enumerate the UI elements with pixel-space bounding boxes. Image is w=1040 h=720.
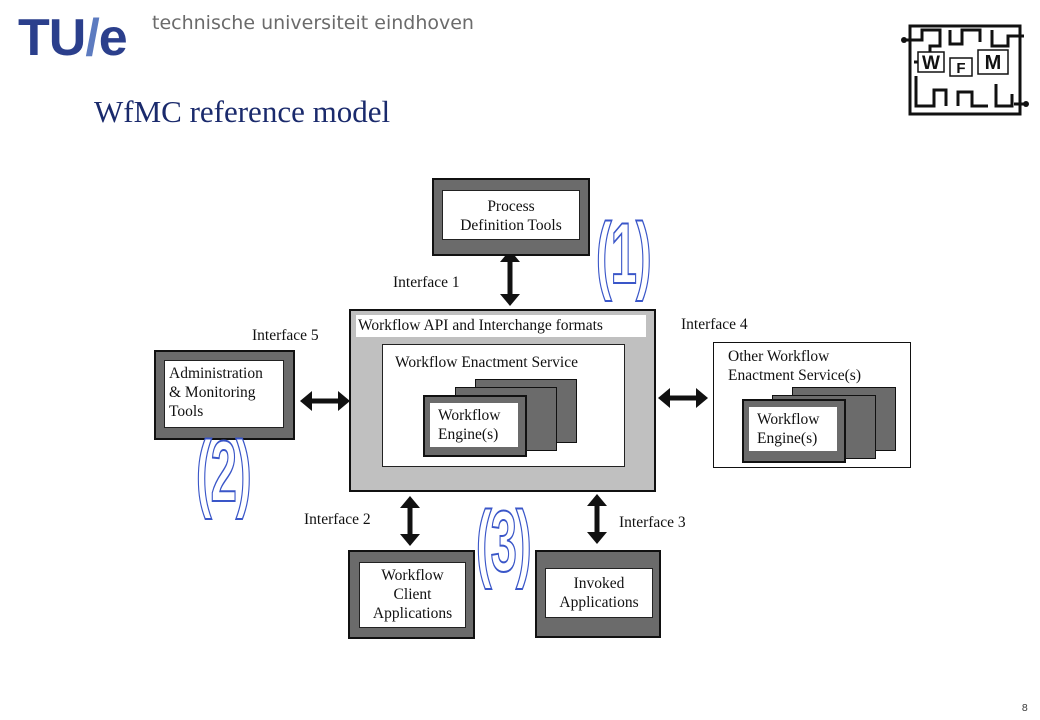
wfm-letter-w: W (922, 53, 940, 74)
arrow-interface2 (400, 496, 420, 546)
interface-5-label: Interface 5 (252, 327, 319, 344)
logo-slash: / (85, 9, 99, 67)
workflow-api-box: Workflow API and Interchange formats Wor… (349, 309, 656, 492)
marker-2: (2) (195, 424, 252, 520)
wfm-logo: W F M (901, 24, 1029, 116)
page-title: WfMC reference model (94, 94, 391, 129)
invoked-applications-label: Invoked Applications (559, 575, 639, 611)
admin-monitoring-label: Administration & Monitoring Tools (169, 365, 263, 420)
arrow-interface4 (658, 388, 708, 408)
enactment-service-box: Workflow Enactment Service Workflow Engi… (382, 344, 625, 467)
university-name: technische universiteit eindhoven (152, 12, 474, 34)
process-definition-tools-box: Process Definition Tools (432, 178, 590, 256)
interface-3-label: Interface 3 (619, 514, 686, 531)
other-enactment-box: Other Workflow Enactment Service(s) Work… (713, 342, 911, 468)
logo-tu: TU (18, 9, 86, 67)
other-workflow-engine-box: Workflow Engine(s) (742, 399, 846, 463)
enactment-service-label: Workflow Enactment Service (395, 354, 578, 371)
client-applications-box: Workflow Client Applications (348, 550, 475, 639)
wfm-letter-f: F (956, 60, 965, 77)
process-definition-tools-label: Process Definition Tools (460, 198, 562, 234)
other-workflow-engine-label: Workflow Engine(s) (757, 411, 820, 447)
marker-3: (3) (475, 494, 532, 590)
interface-1-label: Interface 1 (393, 274, 460, 291)
arrow-interface5 (300, 391, 350, 411)
other-enactment-label: Other Workflow Enactment Service(s) (728, 348, 861, 384)
workflow-engine-box: Workflow Engine(s) (423, 395, 527, 457)
marker-1: (1) (595, 206, 652, 302)
workflow-api-label: Workflow API and Interchange formats (358, 317, 603, 334)
interface-2-label: Interface 2 (304, 511, 371, 528)
admin-monitoring-box: Administration & Monitoring Tools (154, 350, 295, 440)
logo-e: e (98, 9, 128, 67)
wfm-letter-m: M (985, 52, 1002, 74)
invoked-applications-box: Invoked Applications (535, 550, 661, 638)
client-applications-label: Workflow Client Applications (372, 567, 453, 622)
page-number: 8 (1021, 703, 1028, 714)
workflow-engine-label: Workflow Engine(s) (438, 407, 501, 443)
interface-4-label: Interface 4 (681, 316, 748, 333)
tue-logo: TU/e (18, 8, 128, 68)
arrow-interface1 (500, 250, 520, 306)
arrow-interface3 (587, 494, 607, 544)
